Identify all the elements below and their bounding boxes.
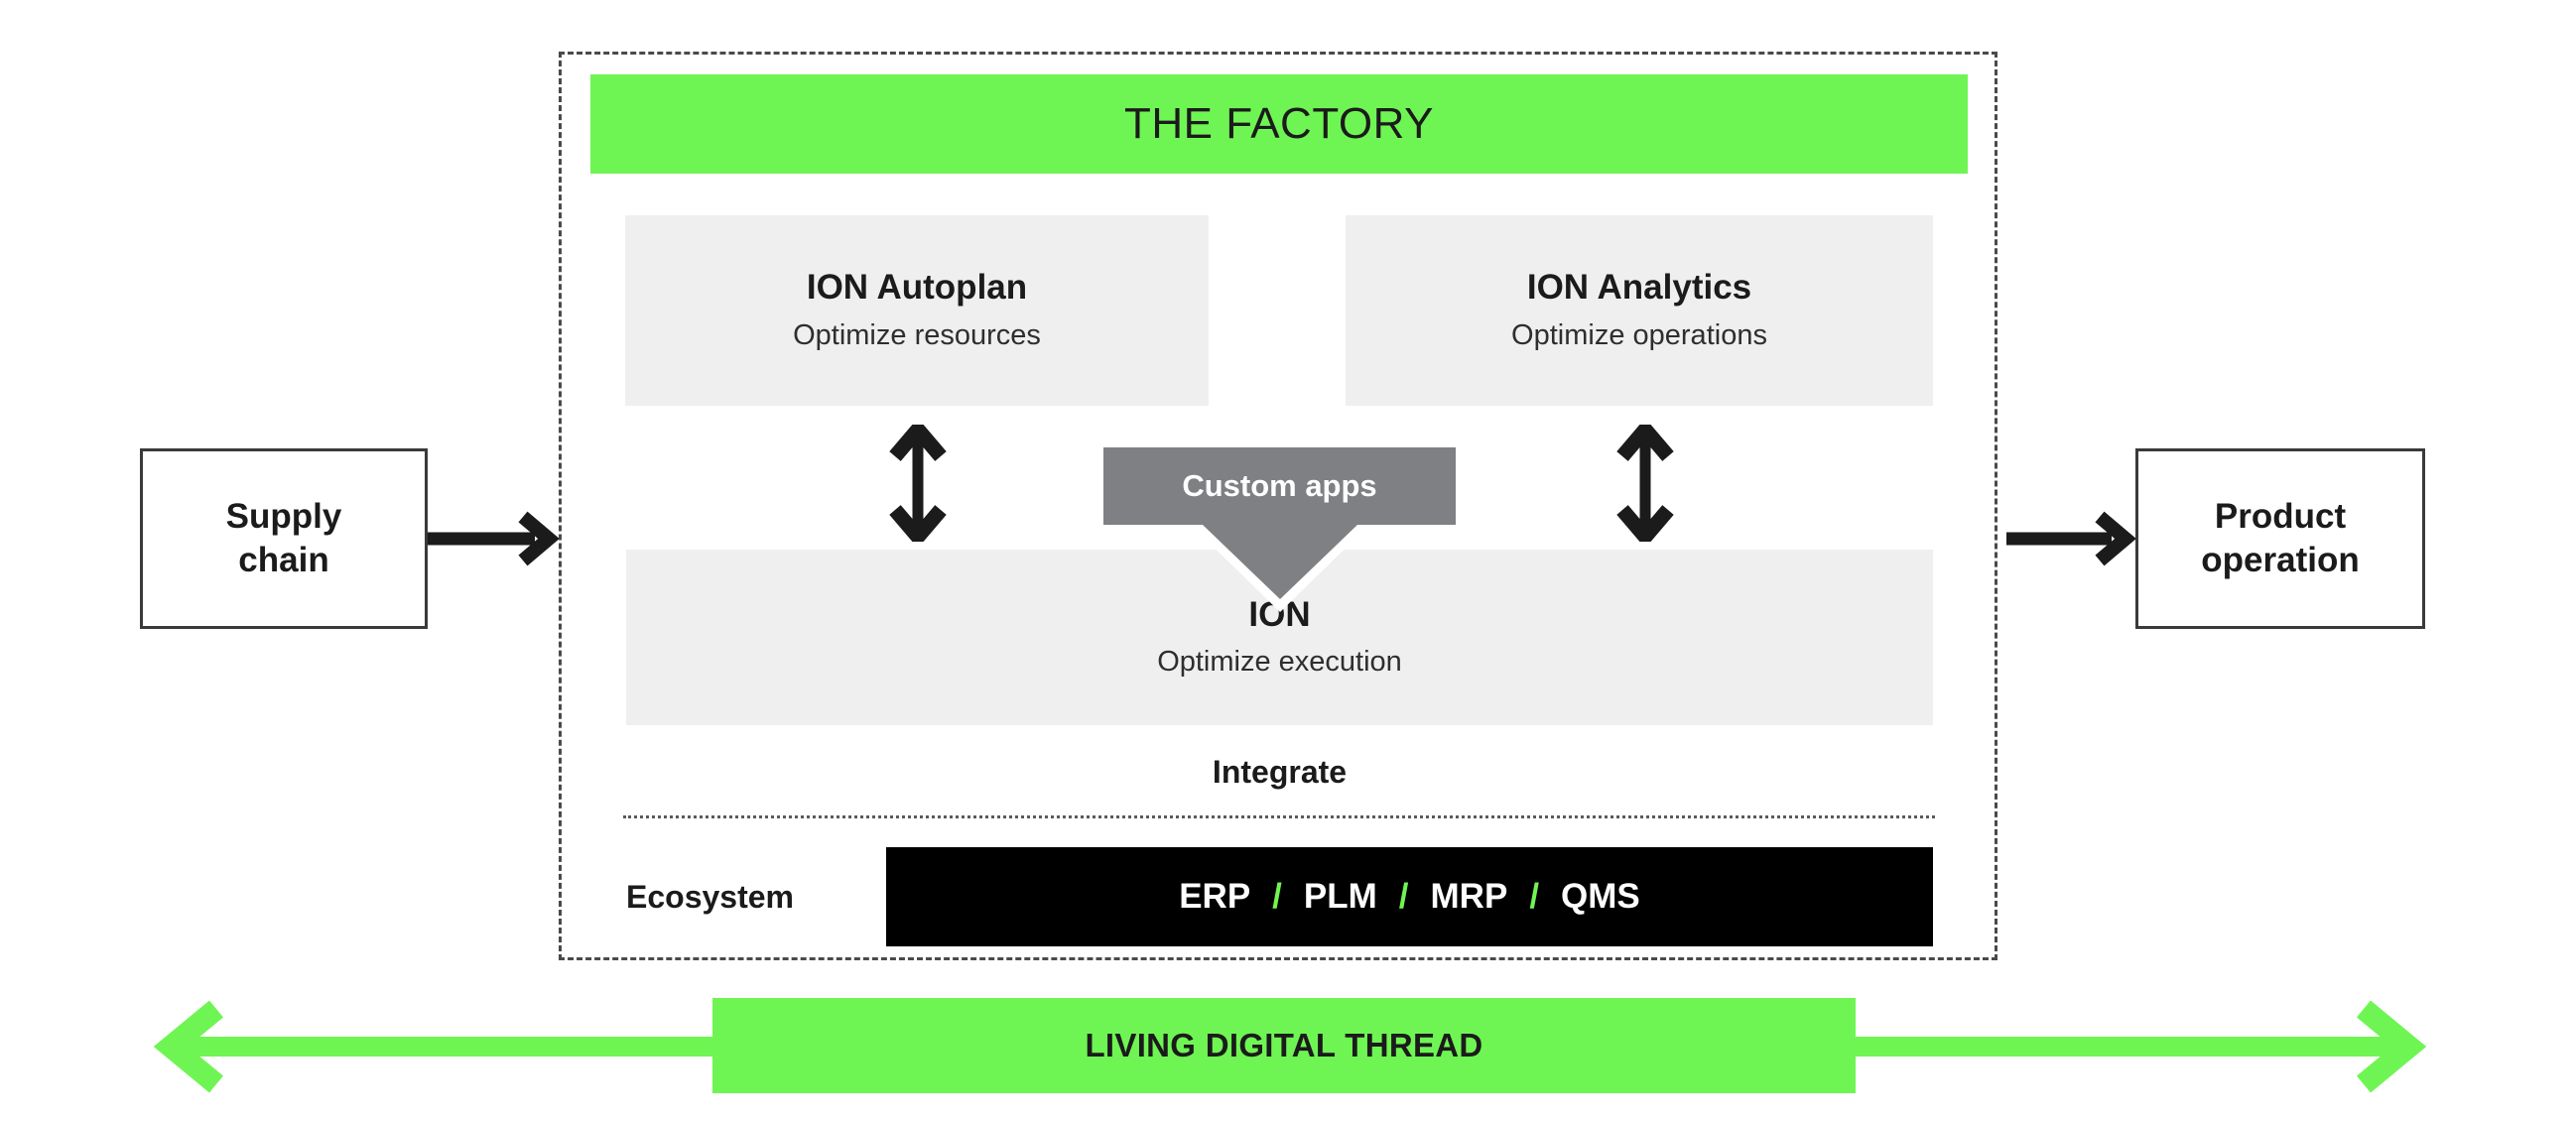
product-operation-box: Product operation — [2135, 448, 2425, 629]
module-title: ION Autoplan — [806, 268, 1028, 308]
module-subtitle: Optimize resources — [793, 318, 1041, 351]
double-arrow-analytics-ion-icon — [1616, 425, 1674, 542]
factory-header: THE FACTORY — [590, 74, 1968, 174]
ecosystem-item-erp[interactable]: ERP — [1179, 877, 1251, 916]
module-title: ION Analytics — [1526, 268, 1752, 308]
module-subtitle: Optimize operations — [1511, 318, 1767, 351]
ecosystem-item-plm[interactable]: PLM — [1303, 877, 1377, 916]
ecosystem-item-qms[interactable]: QMS — [1561, 877, 1640, 916]
supply-chain-line2: chain — [238, 541, 329, 579]
product-operation-line2: operation — [2201, 541, 2360, 579]
integrate-label: Integrate — [1212, 754, 1348, 790]
module-subtitle: Optimize execution — [1157, 646, 1402, 679]
ecosystem-separator: / — [1398, 877, 1409, 916]
living-digital-thread-box: LIVING DIGITAL THREAD — [712, 998, 1856, 1093]
ecosystem-bar: ERP / PLM / MRP / QMS — [886, 847, 1933, 946]
product-operation-line1: Product — [2214, 497, 2347, 537]
integrate-divider — [623, 815, 1935, 818]
supply-chain-box: Supply chain — [140, 448, 428, 629]
ecosystem-separator: / — [1529, 877, 1540, 916]
custom-apps-label: Custom apps — [1182, 468, 1377, 503]
ecosystem-label: Ecosystem — [626, 879, 794, 915]
living-digital-thread-label: LIVING DIGITAL THREAD — [1085, 1027, 1483, 1063]
ecosystem-item-mrp[interactable]: MRP — [1430, 877, 1508, 916]
custom-apps-callout[interactable]: Custom apps — [1103, 447, 1456, 525]
custom-apps-pointer-icon — [1203, 525, 1357, 599]
factory-boundary — [559, 52, 1997, 960]
ecosystem-separator: / — [1272, 877, 1282, 916]
supply-chain-label: Supply chain — [226, 495, 342, 582]
ecosystem-items: ERP / PLM / MRP / QMS — [1179, 877, 1640, 917]
arrow-factory-to-product-icon — [2006, 511, 2136, 566]
factory-title: THE FACTORY — [1124, 99, 1434, 148]
module-ion-autoplan[interactable]: ION Autoplan Optimize resources — [625, 215, 1209, 406]
module-ion-analytics[interactable]: ION Analytics Optimize operations — [1346, 215, 1933, 406]
double-arrow-autoplan-ion-icon — [889, 425, 947, 542]
supply-chain-line1: Supply — [225, 497, 342, 537]
arrow-supply-to-factory-icon — [428, 511, 560, 566]
product-operation-label: Product operation — [2201, 495, 2359, 582]
